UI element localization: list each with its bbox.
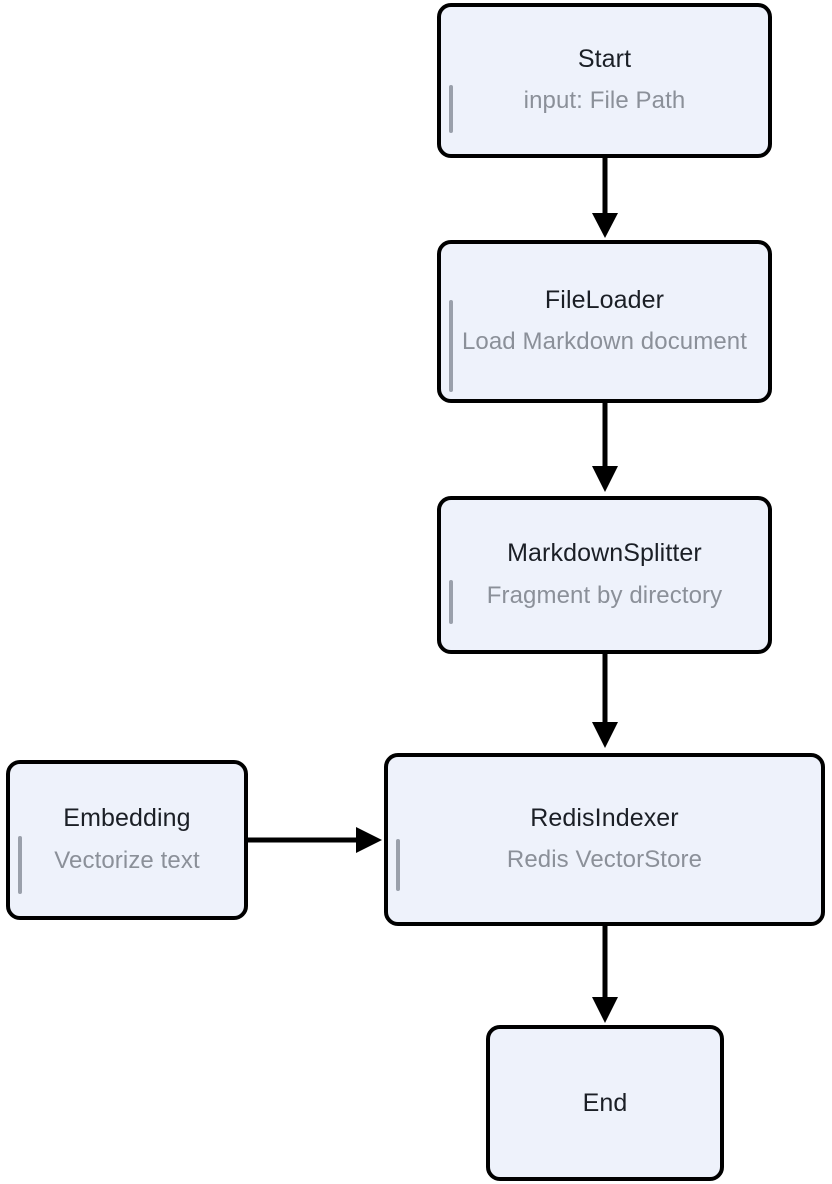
node-redisindexer-subtitle: Redis VectorStore — [506, 846, 703, 874]
arrow-fileloader-to-splitter — [585, 403, 625, 495]
node-accent-bar-fileloader — [449, 300, 453, 392]
node-embedding[interactable]: Embedding Vectorize text — [6, 760, 248, 920]
node-fileloader-title: FileLoader — [544, 285, 665, 314]
node-start-title: Start — [577, 44, 632, 73]
node-accent-bar-embedding — [18, 836, 22, 894]
node-end[interactable]: End — [486, 1025, 724, 1181]
node-accent-bar-start — [449, 85, 453, 133]
node-redisindexer-title: RedisIndexer — [530, 803, 679, 832]
node-fileloader[interactable]: FileLoader Load Markdown document — [437, 240, 772, 403]
arrow-splitter-to-redisindexer — [585, 654, 625, 751]
node-markdownsplitter-title: MarkdownSplitter — [507, 539, 702, 568]
arrow-redisindexer-to-end — [585, 926, 625, 1026]
node-markdownsplitter-subtitle: Fragment by directory — [486, 581, 723, 609]
node-accent-bar-splitter — [449, 580, 453, 624]
arrow-start-to-fileloader — [585, 158, 625, 241]
node-end-title: End — [582, 1088, 628, 1117]
node-markdownsplitter[interactable]: MarkdownSplitter Fragment by directory — [437, 496, 772, 654]
node-redisindexer[interactable]: RedisIndexer Redis VectorStore — [384, 753, 825, 926]
arrow-embedding-to-redisindexer — [248, 820, 386, 860]
node-fileloader-subtitle: Load Markdown document — [461, 328, 748, 356]
node-start-subtitle: input: File Path — [523, 87, 686, 115]
node-accent-bar-redisindexer — [396, 839, 400, 891]
node-start[interactable]: Start input: File Path — [437, 3, 772, 158]
node-embedding-subtitle: Vectorize text — [54, 846, 200, 874]
node-embedding-title: Embedding — [63, 804, 191, 833]
